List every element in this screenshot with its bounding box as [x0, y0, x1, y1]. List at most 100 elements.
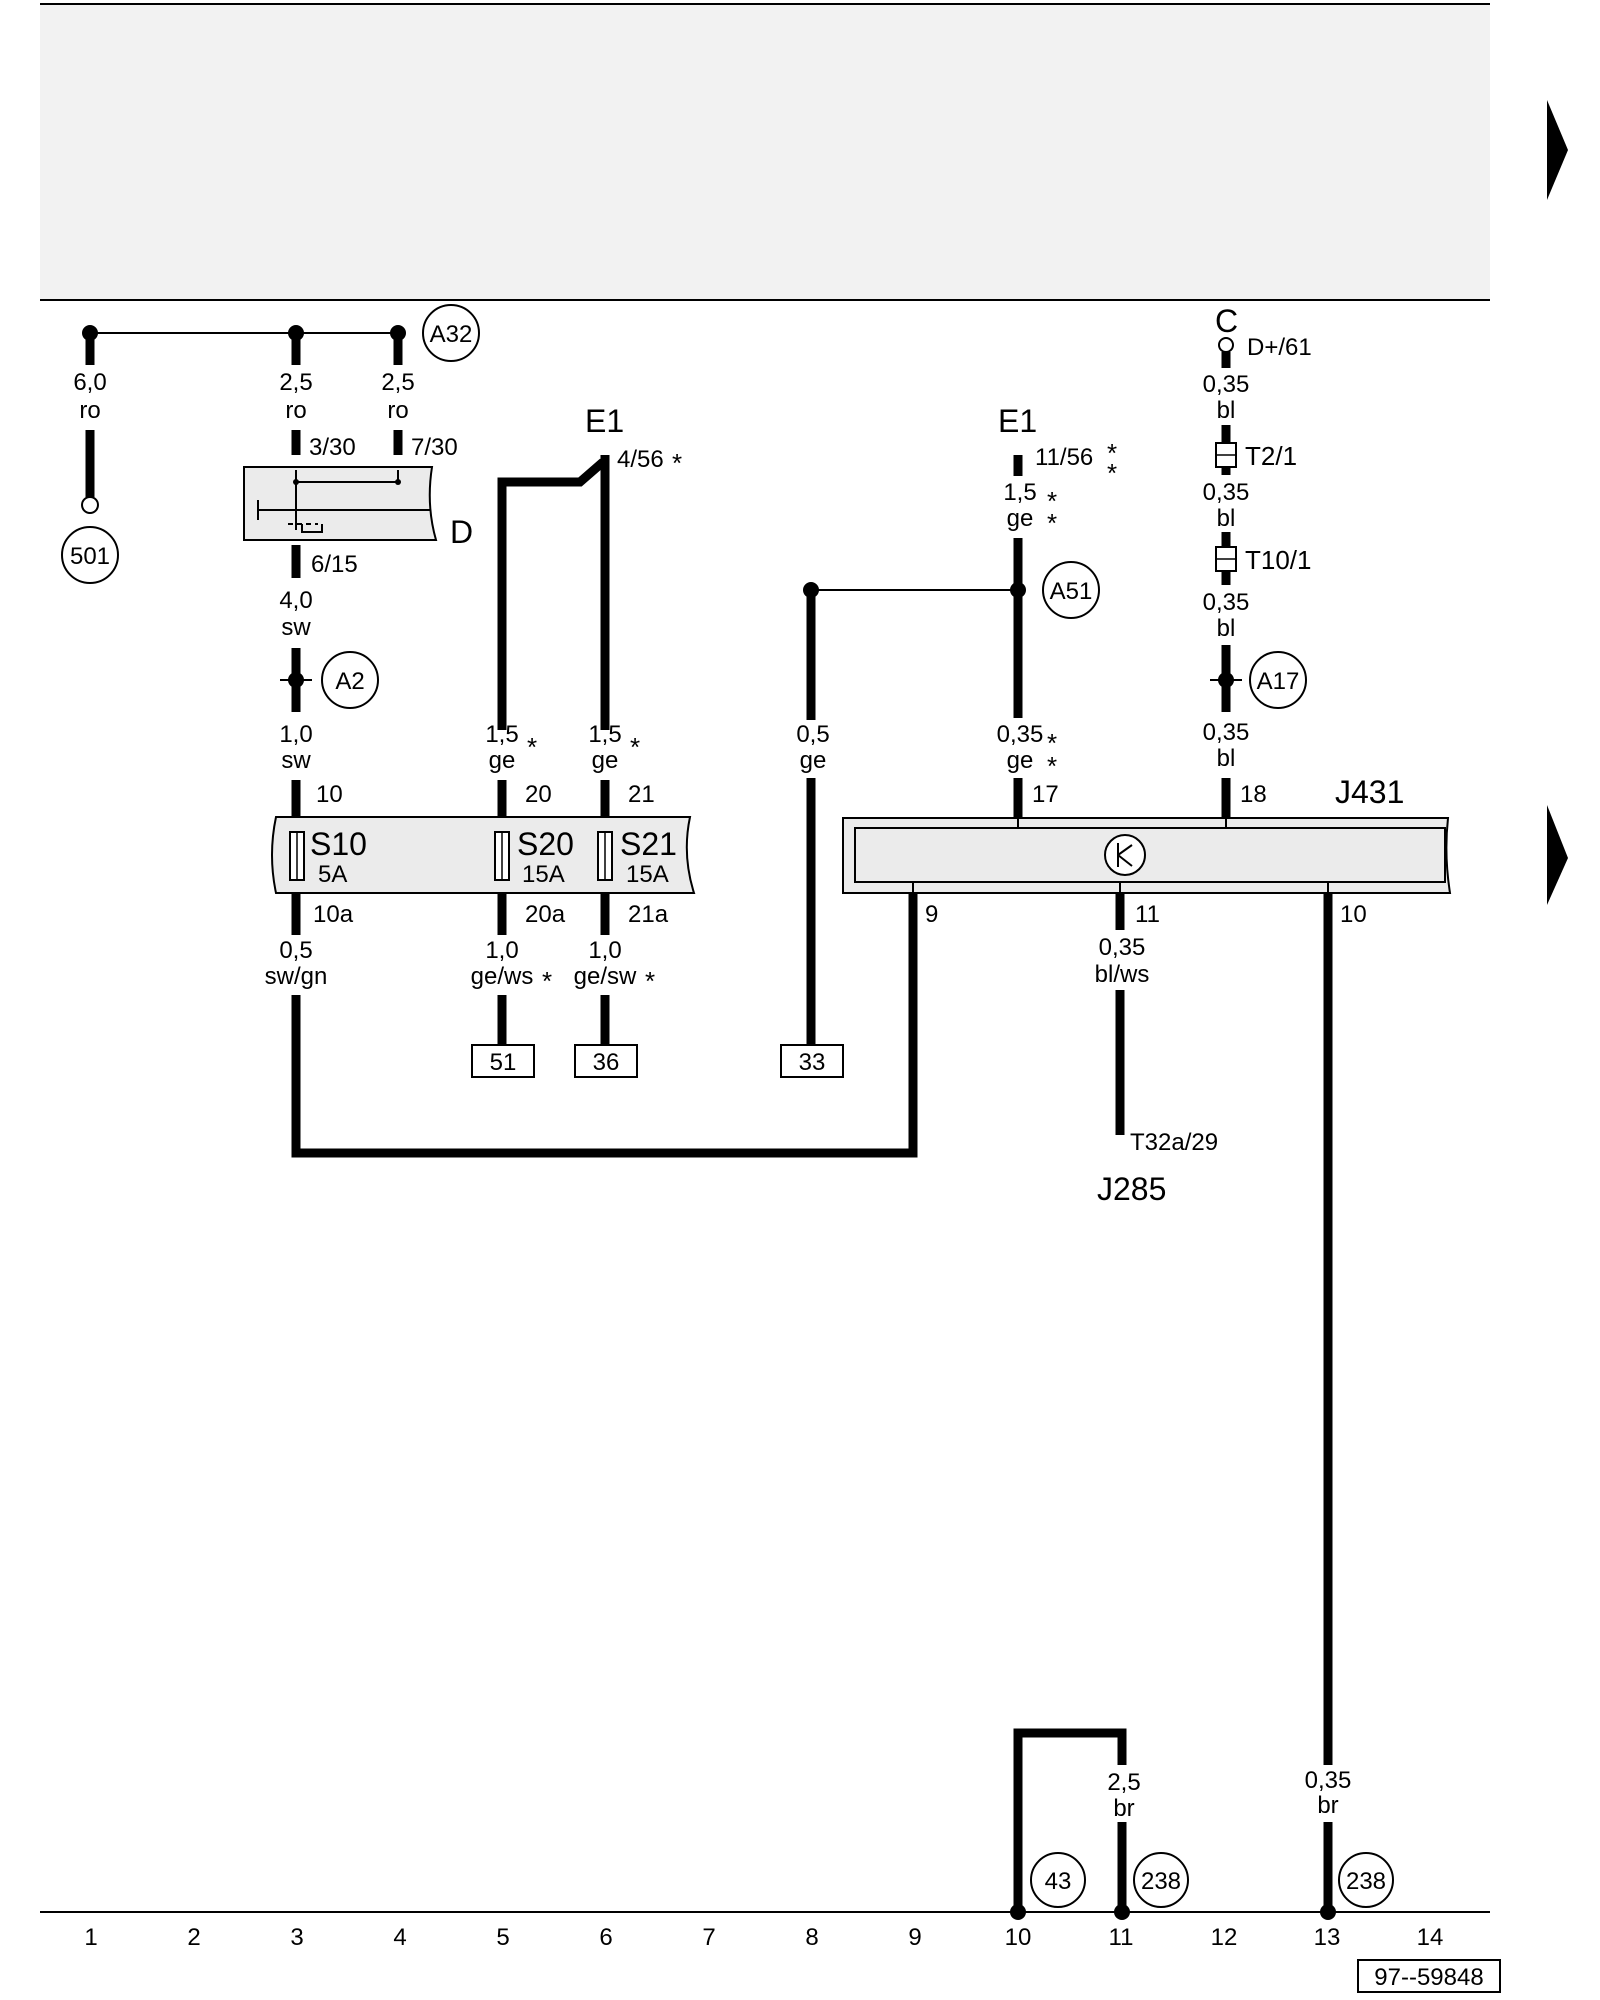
wire-size: 0,35 [1305, 1767, 1352, 1794]
ruler-number: 7 [702, 1924, 715, 1951]
wire-col5-bend [497, 458, 606, 730]
ruler-number: 2 [187, 1924, 200, 1951]
wire-col3-to-col9 [291, 888, 918, 1158]
wire-size: 4,0 [279, 587, 312, 614]
wire-size: 0,35 [1099, 934, 1146, 961]
ruler-number: 4 [393, 1924, 406, 1951]
wire-size: 2,5 [1107, 1769, 1140, 1796]
transistor-icon [1117, 844, 1133, 856]
wire-color: ge [1007, 747, 1034, 774]
wire-color: bl [1217, 745, 1236, 772]
ruler-number: 12 [1211, 1924, 1238, 1951]
wire-size: 0,5 [796, 721, 829, 748]
reference-box [780, 1044, 844, 1078]
wire-color: sw/gn [265, 963, 328, 990]
asterisk-mark: * [1107, 438, 1117, 468]
wire-size: 1,5 [1003, 479, 1036, 506]
asterisk-mark: * [645, 966, 655, 996]
ground-label: 238 [1141, 1868, 1181, 1895]
connector-label: A2 [335, 668, 364, 695]
ruler-number: 3 [290, 1924, 303, 1951]
connector-label: A32 [430, 321, 473, 348]
switch-internal-line [301, 524, 323, 533]
wire-color: ge [489, 747, 516, 774]
wire-color: br [1113, 1795, 1134, 1822]
reference-label: 33 [799, 1049, 826, 1076]
wire-color: ge/sw [574, 963, 637, 990]
ground-point-501 [61, 526, 119, 584]
fuse-rating: 5A [318, 861, 347, 888]
asterisk-mark: * [527, 732, 537, 762]
asterisk-mark: * [1047, 508, 1057, 538]
junction-dot [1010, 582, 1026, 598]
pin-label: 21a [628, 901, 669, 928]
pin-label: 9 [925, 901, 938, 928]
connector-label: A51 [1050, 578, 1093, 605]
fuse-name: S20 [517, 826, 574, 862]
wire-size: 1,5 [485, 721, 518, 748]
connector-a2 [321, 651, 379, 709]
pin-label: 21 [628, 781, 655, 808]
wire-color: sw [281, 614, 311, 641]
junction-dot [293, 479, 299, 485]
fuse-rating: 15A [626, 861, 669, 888]
transistor-icon [1117, 854, 1133, 867]
doc-number: 97--59848 [1374, 1964, 1483, 1991]
pin-label: T10/1 [1245, 545, 1312, 575]
ruler-number: 8 [805, 1924, 818, 1951]
ruler-number: 14 [1417, 1924, 1444, 1951]
ground-point-238 [1133, 1852, 1189, 1908]
wire-size: 0,35 [1203, 589, 1250, 616]
wire-color: bl [1217, 615, 1236, 642]
component-label-e1: E1 [585, 403, 624, 439]
connector-a51 [1042, 561, 1100, 619]
pin-label: T32a/29 [1130, 1129, 1218, 1156]
component-label-e1: E1 [998, 403, 1037, 439]
wire-color: sw [281, 747, 311, 774]
ruler-number: 11 [1109, 1924, 1134, 1951]
ruler-number: 5 [496, 1924, 509, 1951]
wire-color: ro [79, 397, 100, 424]
ground-point-238 [1338, 1852, 1394, 1908]
asterisk-mark: * [1047, 751, 1057, 781]
transistor-icon [1104, 834, 1146, 876]
asterisk-mark: * [672, 448, 682, 478]
wire-size: 2,5 [279, 369, 312, 396]
ground-label: 43 [1045, 1868, 1072, 1895]
wire-color: bl [1217, 397, 1236, 424]
reference-label: 51 [490, 1049, 517, 1076]
continuation-arrow-icon [1547, 100, 1568, 200]
fuse-name: S21 [620, 826, 677, 862]
wire-color: ge/ws [471, 963, 534, 990]
header-band [40, 4, 1490, 300]
component-label-c: C [1215, 303, 1238, 339]
connector-label: A17 [1257, 668, 1300, 695]
reference-box [574, 1044, 638, 1078]
pin-label: T2/1 [1245, 441, 1297, 471]
wire-color: bl/ws [1095, 961, 1150, 988]
component-label-j431: J431 [1335, 774, 1404, 810]
pin-label: 10 [1340, 901, 1367, 928]
ground-label: 238 [1346, 1868, 1386, 1895]
pin-label: 7/30 [411, 434, 458, 461]
wire-size: 0,35 [997, 721, 1044, 748]
component-label-j285: J285 [1097, 1171, 1166, 1207]
terminal-icon [1218, 337, 1234, 353]
asterisk-mark: * [542, 966, 552, 996]
wire-size: 0,5 [279, 937, 312, 964]
asterisk-mark: * [1107, 458, 1117, 488]
ruler-number: 9 [908, 1924, 921, 1951]
continuation-arrow-icon [1547, 805, 1568, 905]
junction-dot [395, 479, 401, 485]
wire-size: 1,0 [588, 937, 621, 964]
pin-label: 10 [316, 781, 343, 808]
wire-size: 1,0 [279, 721, 312, 748]
ground-label: 501 [70, 543, 110, 570]
ruler-number: 1 [84, 1924, 97, 1951]
wire-size: 0,35 [1203, 479, 1250, 506]
wire-size: 2,5 [381, 369, 414, 396]
pin-label: 17 [1032, 781, 1059, 808]
wire-color: ge [592, 747, 619, 774]
ruler-number: 10 [1005, 1924, 1032, 1951]
